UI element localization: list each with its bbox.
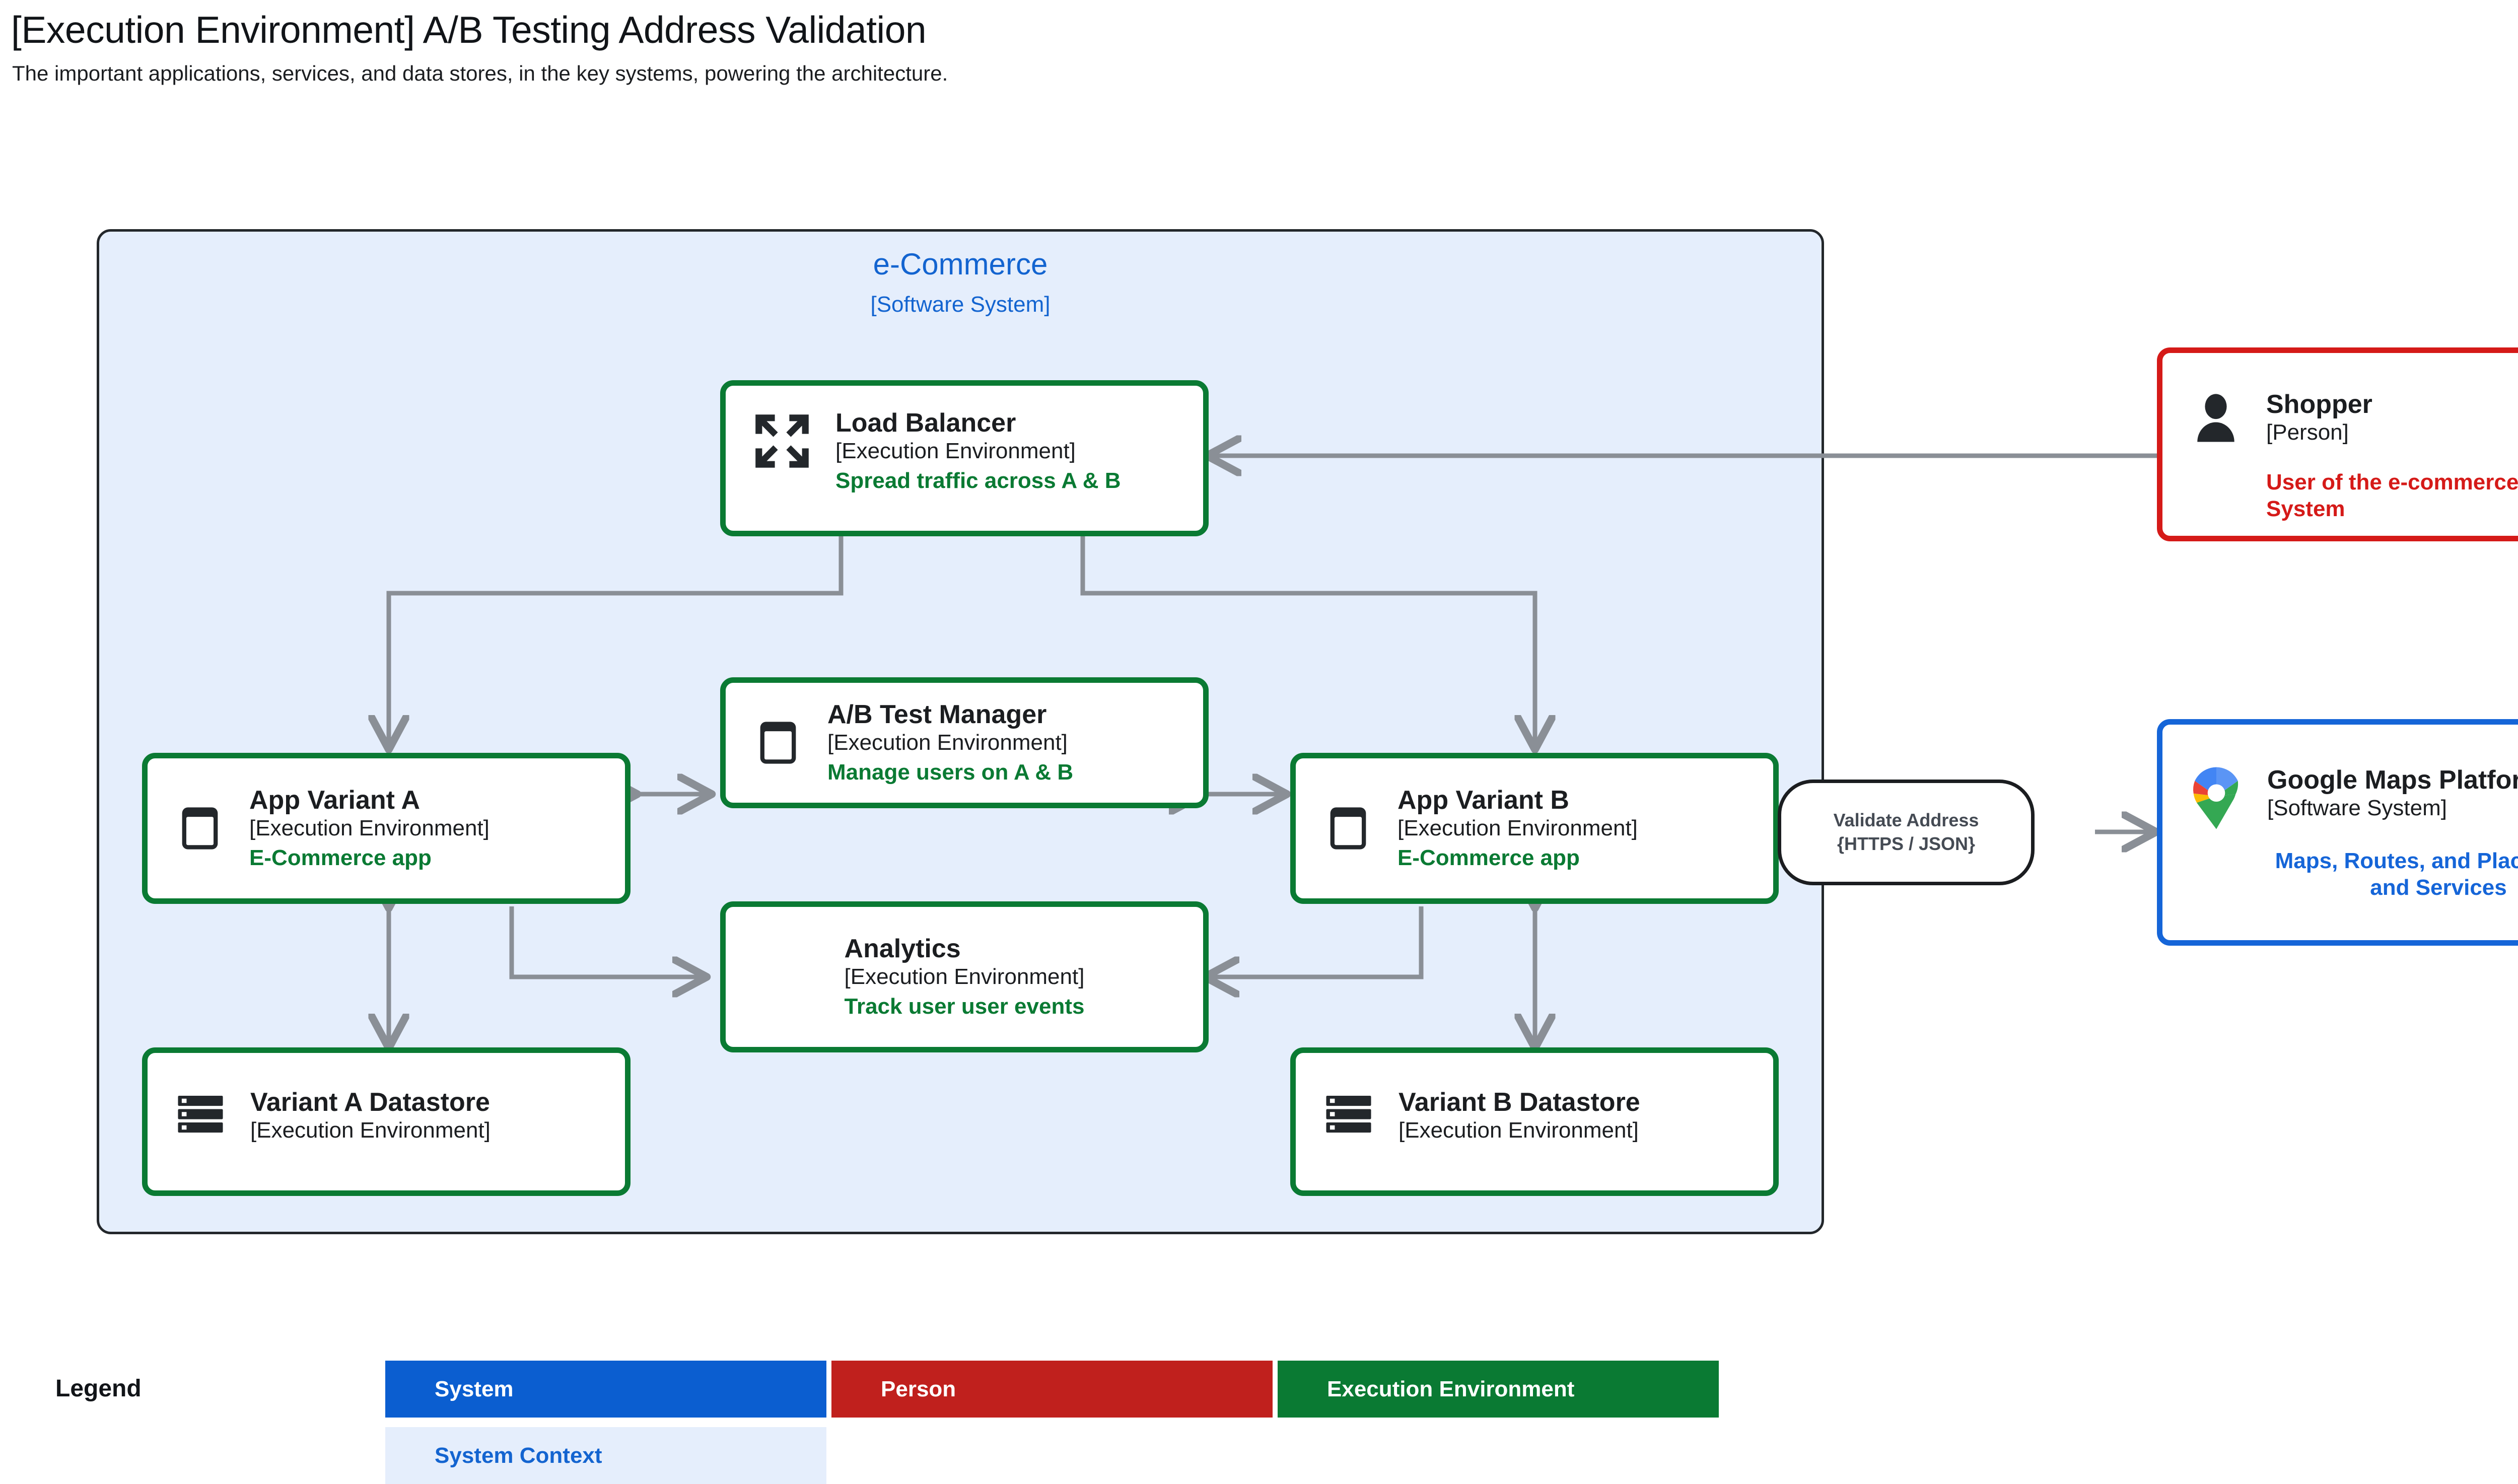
node-type: [Execution Environment] <box>250 1118 491 1143</box>
node-google-maps-platform[interactable]: Google Maps Platform [Software System] M… <box>2157 719 2518 946</box>
node-text-block: App Variant A [Execution Environment] E-… <box>249 785 625 872</box>
node-description: Manage users on A & B <box>827 760 1074 785</box>
node-description: E-Commerce app <box>1397 845 1580 871</box>
database-icon <box>1322 1087 1375 1141</box>
node-description: E-Commerce app <box>249 845 432 871</box>
node-type: [Execution Environment] <box>249 816 489 841</box>
node-analytics[interactable]: Analytics [Execution Environment] Track … <box>720 901 1209 1052</box>
node-app-variant-a[interactable]: App Variant A [Execution Environment] E-… <box>142 753 631 904</box>
node-text-block: Google Maps Platform [Software System] M… <box>2267 765 2518 901</box>
legend-item-label: System <box>435 1376 514 1401</box>
node-variant-a-datastore[interactable]: Variant A Datastore [Execution Environme… <box>142 1047 631 1196</box>
node-name: Variant A Datastore <box>250 1088 490 1117</box>
node-app-variant-b[interactable]: App Variant B [Execution Environment] E-… <box>1290 753 1779 904</box>
person-icon <box>2189 391 2243 446</box>
legend-item-execution-environment: Execution Environment <box>1278 1361 1719 1418</box>
node-name: Shopper <box>2266 390 2372 419</box>
node-text-block: App Variant B [Execution Environment] E-… <box>1397 785 1773 872</box>
node-name: Google Maps Platform <box>2267 765 2518 795</box>
edge-label-text: Validate Address <box>1833 810 1979 831</box>
node-shopper[interactable]: Shopper [Person] User of the e-commerce … <box>2157 347 2518 541</box>
database-icon <box>174 1087 227 1141</box>
node-type: [Execution Environment] <box>827 730 1068 755</box>
node-variant-b-datastore[interactable]: Variant B Datastore [Execution Environme… <box>1290 1047 1779 1196</box>
node-type: [Person] <box>2266 420 2349 445</box>
legend-item-label: Execution Environment <box>1327 1376 1575 1401</box>
page-title: [Execution Environment] A/B Testing Addr… <box>11 9 927 51</box>
node-text-block: Shopper [Person] User of the e-commerce … <box>2266 389 2518 523</box>
node-name: Variant B Datastore <box>1398 1088 1640 1117</box>
node-text-block: Analytics [Execution Environment] Track … <box>845 934 1085 1020</box>
node-type: [Execution Environment] <box>1397 816 1638 841</box>
legend-item-system-context: System Context <box>385 1427 826 1484</box>
node-name: A/B Test Manager <box>827 700 1047 730</box>
node-description: User of the e-commerce System <box>2266 470 2518 521</box>
node-type: [Software System] <box>2267 796 2447 821</box>
node-type: [Execution Environment] <box>835 439 1076 464</box>
node-text-block: Load Balancer [Execution Environment] Sp… <box>835 408 1203 494</box>
device-icon <box>174 802 226 855</box>
legend-item-system: System <box>385 1361 826 1418</box>
expand-arrows-icon <box>752 411 812 471</box>
edge-protocol-text: {HTTPS / JSON} <box>1837 833 1976 854</box>
device-icon <box>752 717 804 769</box>
node-name: Analytics <box>844 934 961 964</box>
page-subtitle: The important applications, services, an… <box>12 61 948 85</box>
node-ab-test-manager[interactable]: A/B Test Manager [Execution Environment]… <box>720 677 1209 808</box>
container-subtitle: [Software System] <box>870 292 1051 317</box>
node-description: Track user user events <box>844 994 1085 1019</box>
google-maps-pin-icon <box>2189 766 2244 830</box>
node-name: App Variant B <box>1397 786 1569 815</box>
legend-item-person: Person <box>831 1361 1273 1418</box>
node-text-block: Variant A Datastore [Execution Environme… <box>250 1087 625 1144</box>
device-icon <box>1322 802 1374 855</box>
node-name: Load Balancer <box>835 408 1016 438</box>
legend-item-label: System Context <box>435 1443 602 1468</box>
node-name: App Variant A <box>249 786 421 815</box>
node-description: Spread traffic across A & B <box>835 468 1121 493</box>
container-title: e-Commerce <box>873 247 1048 281</box>
node-text-block: A/B Test Manager [Execution Environment]… <box>827 699 1203 786</box>
node-type: [Execution Environment] <box>844 964 1085 990</box>
node-type: [Execution Environment] <box>1398 1118 1639 1143</box>
node-text-block: Variant B Datastore [Execution Environme… <box>1398 1087 1773 1144</box>
edge-label-validate-address: Validate Address {HTTPS / JSON} <box>1778 780 2035 885</box>
legend-label: Legend <box>55 1375 142 1402</box>
legend-item-label: Person <box>881 1376 956 1401</box>
node-load-balancer[interactable]: Load Balancer [Execution Environment] Sp… <box>720 380 1209 536</box>
node-description: Maps, Routes, and Places APIs and Servic… <box>2275 849 2518 900</box>
